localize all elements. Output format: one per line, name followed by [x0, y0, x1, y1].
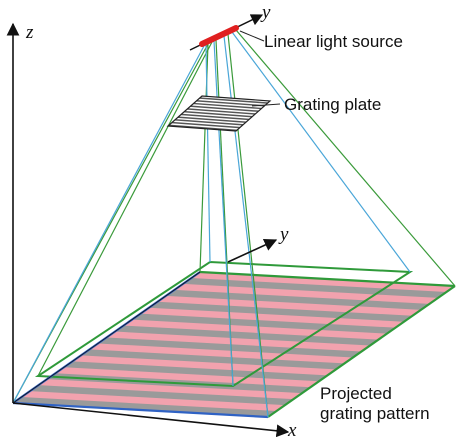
ray-green-2 — [37, 41, 213, 377]
plate-stripe — [192, 102, 263, 110]
z-axis-label: z — [25, 22, 34, 43]
floor-stripe — [81, 349, 345, 370]
y-axis-floor — [12, 271, 201, 404]
plate-stripe — [180, 113, 250, 121]
floor-stripe — [30, 385, 294, 406]
coordinate-axes — [6, 22, 290, 438]
floor-stripe — [115, 325, 379, 346]
projected-pattern-label-line2: grating pattern — [320, 404, 430, 423]
floor-stripe — [64, 361, 328, 382]
floor-stripe — [132, 313, 396, 334]
projected-pattern-label-line1: Projected — [320, 384, 392, 403]
plate-stripe — [177, 116, 247, 123]
plate-stripes — [168, 97, 269, 131]
floor-stripe — [183, 277, 447, 298]
light-source-label: Linear light source — [264, 32, 403, 51]
plate-stripe — [186, 108, 257, 115]
grating-plate — [166, 95, 272, 132]
ray-green-4 — [235, 29, 456, 287]
leader-light-source — [239, 30, 265, 42]
plate-stripe — [198, 97, 269, 104]
plate-stripe — [195, 100, 266, 107]
y-axis-mid — [227, 238, 278, 263]
floor-stripe — [166, 289, 430, 310]
floor-stripe — [13, 397, 277, 417]
plate-stripe — [174, 119, 244, 126]
x-axis — [12, 402, 290, 438]
pattern-gray-stripes — [13, 277, 447, 417]
grating-plate-label: Grating plate — [284, 95, 381, 114]
plate-stripe — [189, 105, 260, 112]
ray-blue-3 — [231, 31, 411, 273]
plate-stripe — [183, 111, 253, 118]
plate-stripe — [171, 121, 241, 129]
y-axis-top-label: y — [260, 2, 271, 23]
leader-lines — [239, 30, 281, 107]
pattern-edge-right — [267, 285, 456, 418]
floor-stripe — [149, 301, 413, 322]
plate-outline — [166, 95, 272, 132]
x-axis-label: x — [287, 420, 297, 441]
ray-blue-1 — [12, 45, 205, 404]
y-axis-mid-label: y — [278, 224, 289, 245]
leader-grating-plate — [251, 103, 281, 107]
floor-stripe — [98, 337, 362, 358]
linear-light-source — [189, 14, 264, 51]
pattern-edge-front — [12, 401, 269, 419]
ray-blue-2 — [205, 44, 211, 263]
source-lamp — [199, 25, 239, 47]
pattern-edge-back — [199, 270, 456, 288]
